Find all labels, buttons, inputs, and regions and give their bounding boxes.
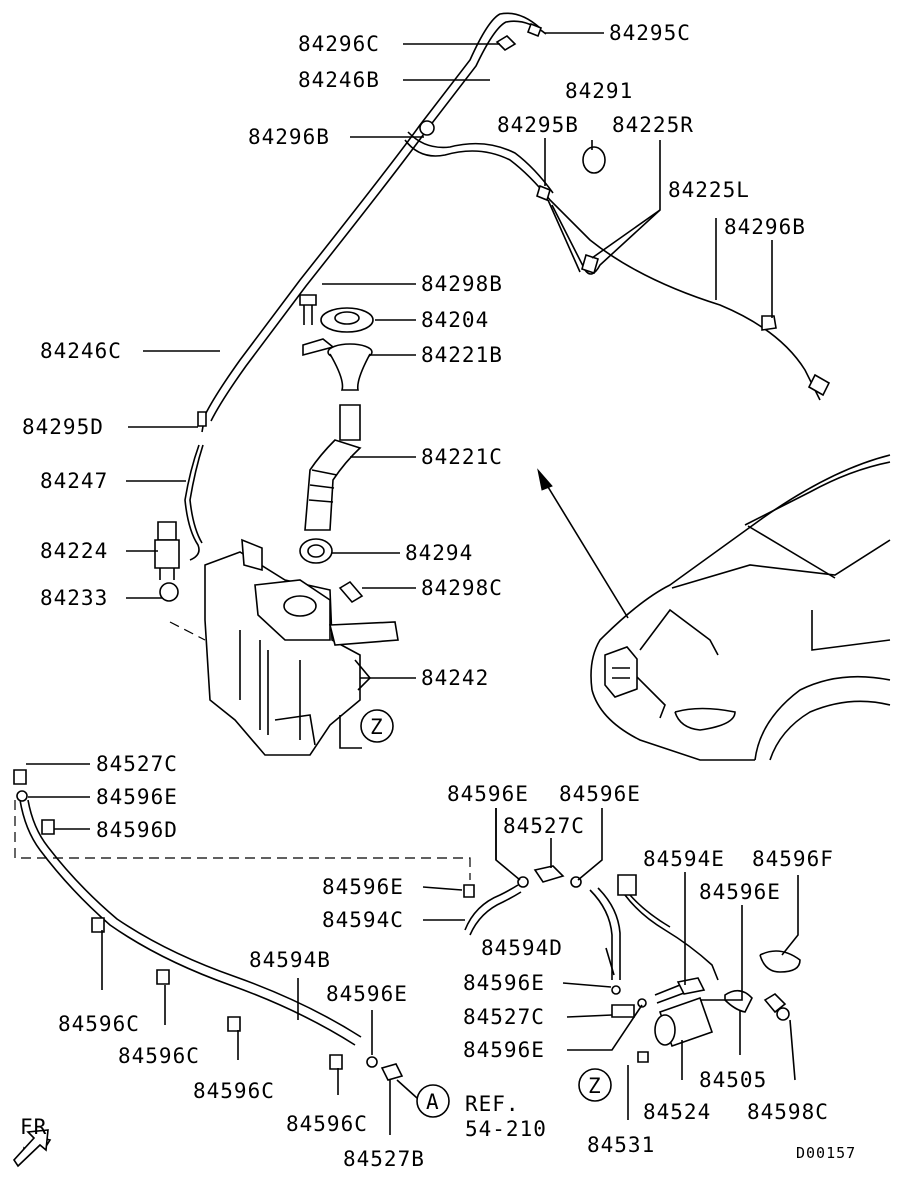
- zone-z-lower-marker: [578, 1068, 612, 1102]
- label-84527C-b: 84527C: [503, 814, 585, 838]
- zone-z-upper-marker: [360, 709, 394, 743]
- label-84596E-c: 84596E: [559, 782, 641, 806]
- label-84221B: 84221B: [421, 343, 503, 367]
- label-84524: 84524: [643, 1100, 711, 1124]
- label-ref-1: REF.: [465, 1092, 520, 1116]
- label-84596E-d: 84596E: [322, 875, 404, 899]
- label-84296B-right: 84296B: [724, 215, 806, 239]
- label-84594D: 84594D: [481, 936, 563, 960]
- label-ref-2: 54-210: [465, 1117, 547, 1141]
- label-84295C: 84295C: [609, 21, 691, 45]
- diagram-code: D00157: [796, 1144, 856, 1162]
- label-84224: 84224: [40, 539, 108, 563]
- zone-a-text: A: [426, 1090, 439, 1114]
- label-84531: 84531: [587, 1133, 655, 1157]
- upper-hose-assembly: [184, 12, 831, 561]
- label-84596E-h: 84596E: [463, 1038, 545, 1062]
- label-84596D: 84596D: [96, 818, 178, 842]
- leader-lines: [26, 32, 799, 1135]
- label-84296B-top: 84296B: [248, 125, 330, 149]
- vehicle-outline: [537, 454, 891, 761]
- label-84296C: 84296C: [298, 32, 380, 56]
- label-84246B: 84246B: [298, 68, 380, 92]
- label-84246C: 84246C: [40, 339, 122, 363]
- label-84298C: 84298C: [421, 576, 503, 600]
- label-84505: 84505: [699, 1068, 767, 1092]
- label-84294: 84294: [405, 541, 473, 565]
- label-84596F: 84596F: [752, 847, 834, 871]
- fr-label: FR: [20, 1115, 47, 1139]
- label-84242: 84242: [421, 666, 489, 690]
- filler-and-pump: [154, 294, 374, 641]
- reservoir-tank: [204, 538, 399, 756]
- label-84594C: 84594C: [322, 908, 404, 932]
- label-84596E-e: 84596E: [699, 880, 781, 904]
- label-84225R: 84225R: [612, 113, 694, 137]
- zone-z-lower-text: Z: [588, 1074, 601, 1098]
- label-84225L: 84225L: [668, 178, 750, 202]
- label-84596C-b: 84596C: [118, 1044, 200, 1068]
- zone-z-upper-text: Z: [370, 715, 383, 739]
- label-84295D: 84295D: [22, 415, 104, 439]
- label-84596E-f: 84596E: [463, 971, 545, 995]
- label-84291: 84291: [565, 79, 633, 103]
- label-84527C-c: 84527C: [463, 1005, 545, 1029]
- label-84598C: 84598C: [747, 1100, 829, 1124]
- label-84247: 84247: [40, 469, 108, 493]
- label-84204: 84204: [421, 308, 489, 332]
- zone-a-marker: [416, 1084, 450, 1118]
- label-84594E: 84594E: [643, 847, 725, 871]
- label-84295B: 84295B: [497, 113, 579, 137]
- label-84594B: 84594B: [249, 948, 331, 972]
- label-84596C-a: 84596C: [58, 1012, 140, 1036]
- part-labels: 84296C 84295C 84246B 84291 84295B 84225R…: [22, 21, 856, 1171]
- label-84527B: 84527B: [343, 1147, 425, 1171]
- front-direction-icon: [12, 1129, 52, 1168]
- label-84596C-c: 84596C: [193, 1079, 275, 1103]
- label-84596E-g: 84596E: [326, 982, 408, 1006]
- label-84596E-b: 84596E: [447, 782, 529, 806]
- label-84596E-a: 84596E: [96, 785, 178, 809]
- label-84527C-a: 84527C: [96, 752, 178, 776]
- label-84233: 84233: [40, 586, 108, 610]
- label-84298B: 84298B: [421, 272, 503, 296]
- lower-hose-assembly: [13, 769, 801, 1081]
- label-84596C-d: 84596C: [286, 1112, 368, 1136]
- label-84221C: 84221C: [421, 445, 503, 469]
